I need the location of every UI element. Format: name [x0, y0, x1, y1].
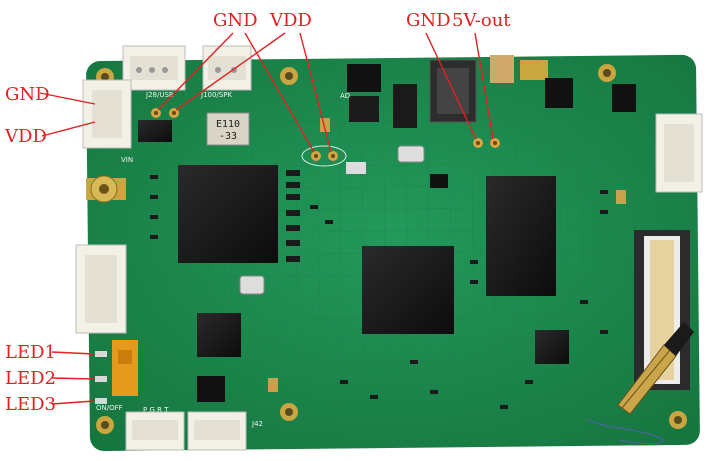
smd-components — [150, 175, 608, 409]
label-vdd-left: VDD — [5, 126, 47, 147]
qfn-right — [535, 330, 569, 364]
sma-connector — [86, 175, 126, 203]
qfn-left — [197, 313, 241, 357]
label-led1: LED1 — [5, 342, 56, 363]
label-vdd-top-left: VDD — [270, 10, 312, 31]
ic-bottom — [197, 376, 225, 402]
power-section — [347, 55, 548, 128]
silk-j28: J28/USB — [145, 91, 174, 99]
silk-onoff: ON/OFF — [96, 404, 123, 412]
right-memory-chip — [486, 176, 556, 296]
silk-ad: AD — [340, 92, 350, 100]
right-top-ic-2 — [612, 84, 636, 112]
svg-text:E110: E110 — [216, 119, 240, 130]
main-processor — [178, 165, 278, 263]
silk-j100: J100/SPK — [200, 91, 232, 99]
label-gnd-top-left: GND — [213, 10, 258, 31]
label-5v-out: 5V-out — [452, 10, 511, 31]
leds — [95, 351, 107, 404]
connector-right — [655, 113, 703, 193]
silk-vin: VIN — [121, 156, 133, 164]
silk-j42: J42 — [251, 420, 263, 428]
pen-nib-logo — [617, 322, 694, 415]
transistor — [430, 174, 448, 188]
label-gnd-top-right: GND — [406, 10, 451, 31]
connector-left-vertical — [75, 244, 127, 334]
label-led3: LED3 — [5, 394, 56, 415]
crystal-bottom — [239, 275, 265, 295]
silk-pgrt: P G R T — [143, 406, 169, 414]
center-chip — [362, 246, 454, 334]
svg-text:-33: -33 — [219, 131, 237, 142]
smd-caps — [268, 118, 626, 392]
inductor: E110 -33 — [206, 112, 250, 146]
test-pads-center — [301, 145, 347, 167]
connector-j28 — [122, 45, 186, 91]
connector-bottom-1 — [125, 411, 185, 451]
smd-part — [346, 162, 366, 174]
label-gnd-left: GND — [5, 84, 50, 105]
dip-switch — [112, 340, 138, 396]
ic-small-left — [138, 120, 172, 142]
connector-bottom-2 — [187, 411, 247, 451]
connector-power-left — [82, 79, 132, 149]
resistor-array — [286, 170, 300, 262]
label-led2: LED2 — [5, 368, 56, 389]
annotation-lines — [39, 32, 494, 405]
test-pads-5v — [473, 138, 500, 148]
signature — [587, 419, 664, 445]
right-top-ic — [545, 78, 573, 108]
connector-j100 — [202, 45, 252, 91]
crystal-top — [397, 145, 425, 163]
